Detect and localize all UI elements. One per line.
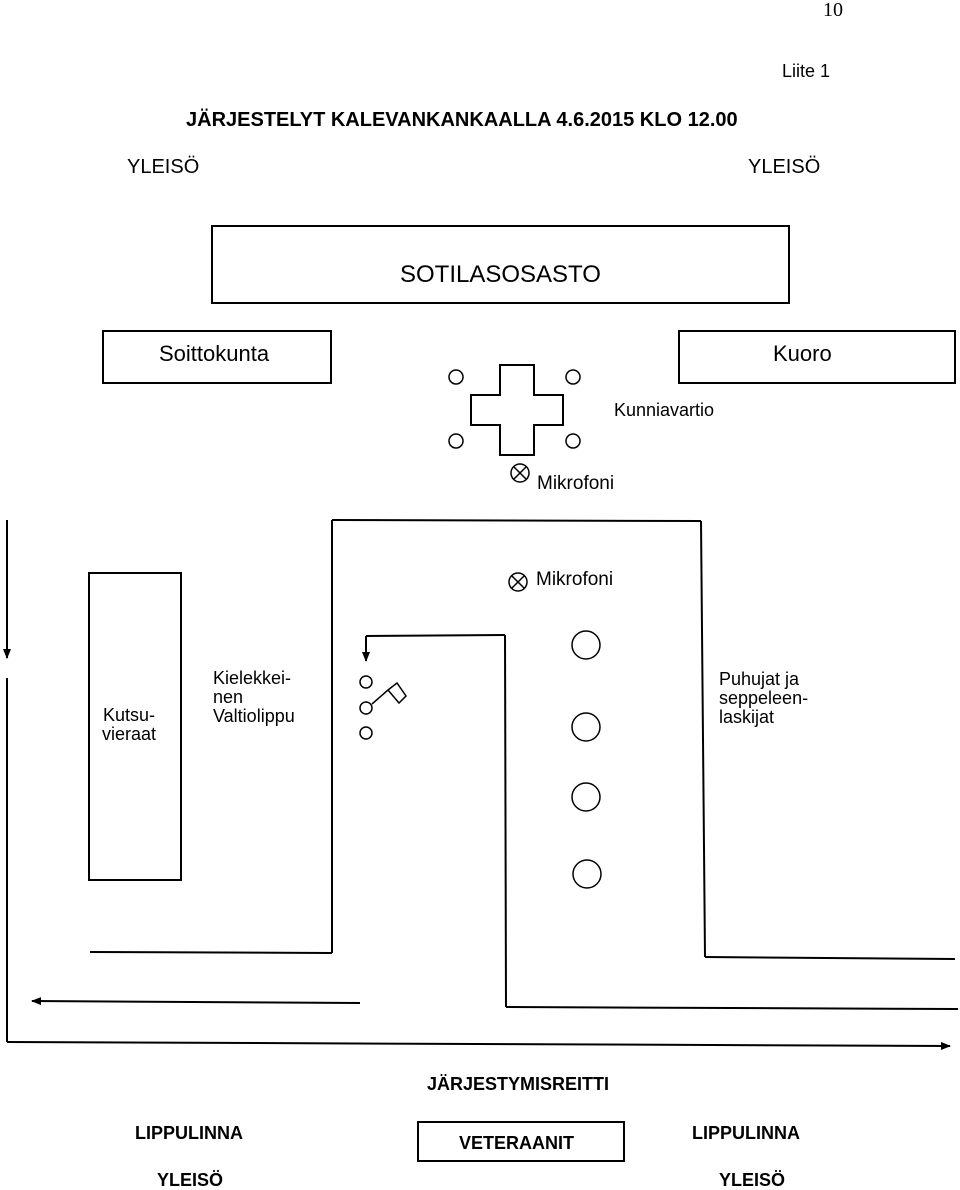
audience-label: YLEISÖ [719, 1170, 786, 1190]
invited-guests-box: Kutsu- vieraat [88, 572, 182, 881]
speaker-circle [571, 630, 601, 660]
microphone-icon [508, 572, 528, 592]
invited-guests-label: Kutsu- vieraat [102, 705, 157, 744]
speakers-label: Puhujat ja seppeleen- laskijat [719, 669, 809, 727]
honor-guard-circle [448, 433, 464, 449]
area-boundary [704, 956, 956, 960]
document-title: JÄRJESTELYT KALEVANKANKAALLA 4.6.2015 KL… [186, 109, 738, 131]
flag-bearer-circle [359, 675, 373, 689]
speaker-circle [571, 712, 601, 742]
honor-guard-label: Kunniavartio [614, 400, 715, 420]
route-arrow-right [6, 1041, 951, 1050]
area-boundary [89, 951, 333, 954]
flag-fort-label: LIPPULINNA [692, 1123, 800, 1143]
flag-bearer-circle [359, 701, 373, 715]
state-flag-label: Kielekkei- nen Valtiolippu [213, 668, 295, 726]
area-boundary [331, 519, 702, 522]
military-unit-label: SOTILASOSASTO [400, 261, 601, 288]
route-arrow-left [31, 997, 361, 1006]
flag-bearer-circle [359, 726, 373, 740]
route-line [365, 634, 506, 637]
choir-label: Kuoro [773, 341, 832, 366]
band-box: Soittokunta [102, 330, 332, 384]
route-line [505, 1006, 959, 1010]
veterans-label: VETERAANIT [459, 1133, 575, 1153]
speaker-circle [571, 782, 601, 812]
honor-guard-circle [565, 433, 581, 449]
audience-label: YLEISÖ [157, 1170, 224, 1190]
microphone-label: Mikrofoni [536, 569, 614, 590]
route-line [504, 634, 507, 1008]
page-number: 10 [823, 0, 843, 21]
appendix-label: Liite 1 [782, 61, 831, 81]
veterans-box: VETERAANIT [417, 1121, 625, 1162]
audience-label: YLEISÖ [127, 156, 200, 178]
honor-guard-circle [448, 369, 464, 385]
microphone-label: Mikrofoni [537, 473, 615, 494]
military-unit-box: SOTILASOSASTO [211, 225, 790, 304]
speaker-circle [572, 859, 602, 889]
area-boundary [700, 520, 706, 958]
assembly-route-label: JÄRJESTYMISREITTI [427, 1074, 610, 1094]
honor-guard-circle [565, 369, 581, 385]
flag-fort-label: LIPPULINNA [135, 1123, 243, 1143]
band-label: Soittokunta [159, 341, 270, 366]
microphone-icon [510, 463, 530, 483]
flag-icon [371, 681, 407, 705]
choir-box: Kuoro [678, 330, 956, 384]
cross-symbol [470, 364, 564, 456]
audience-label: YLEISÖ [748, 156, 821, 178]
